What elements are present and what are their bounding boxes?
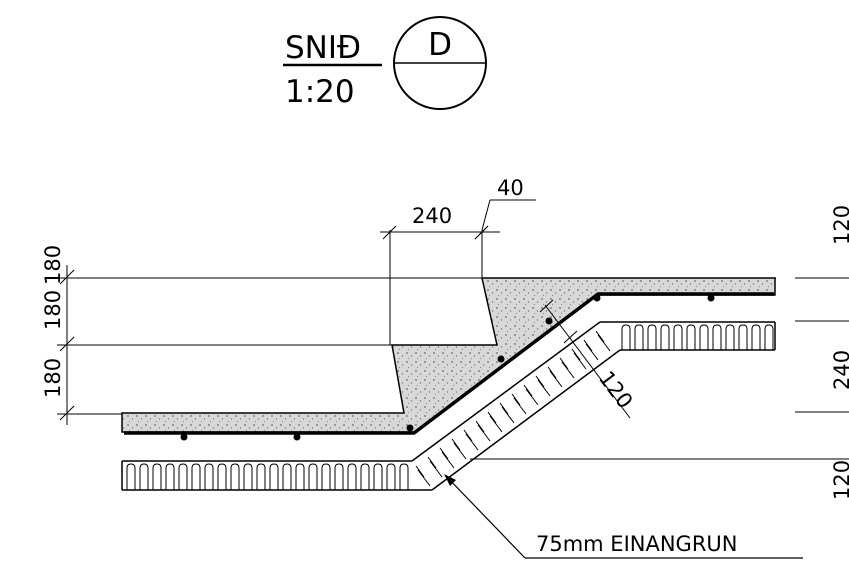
dim-top-width: 240 [412, 204, 452, 228]
leader-arrowhead [444, 474, 456, 486]
dim-left-middle: 180 [41, 245, 65, 285]
dim-right-bottom: 120 [830, 460, 849, 500]
dim-left-lower: 180 [41, 358, 65, 398]
dim-right-top: 120 [830, 205, 849, 245]
insulation-layer [121, 321, 776, 491]
left-dimension-lines [59, 265, 75, 425]
scale-label: 1:20 [285, 74, 355, 110]
slab-dimension-lines [539, 299, 631, 419]
section-label: SNIÐ [285, 30, 361, 66]
section-id: D [428, 27, 452, 63]
insulation-label: 75mm EINANGRUN [536, 532, 738, 556]
rebar-dots [180, 294, 715, 441]
dim-slab-diagonal: 120 [594, 367, 637, 413]
rebar-line [124, 292, 774, 435]
dim-left-upper: 180 [41, 290, 65, 330]
top-dimension-lines [380, 199, 536, 240]
dim-right-middle: 240 [830, 350, 849, 390]
dim-top-offset: 40 [497, 176, 524, 200]
insulation-leader [445, 475, 803, 559]
title-block: SNIÐ 1:20 D [283, 16, 487, 110]
